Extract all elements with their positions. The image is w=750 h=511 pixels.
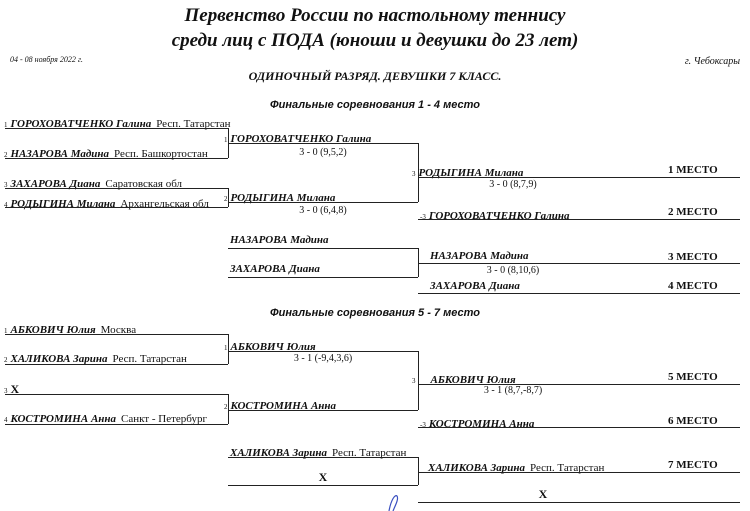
third-a: НАЗАРОВА Мадина	[230, 234, 329, 246]
third-winner: НАЗАРОВА Мадина	[430, 250, 529, 262]
title-line-1: Первенство России по настольному теннису	[184, 5, 566, 26]
place-5: 5 МЕСТО	[668, 371, 718, 383]
seventh-loser: X	[538, 487, 548, 501]
place-2: 2 МЕСТО	[668, 206, 718, 218]
third-score: 3 - 0 (8,10,6)	[486, 265, 540, 276]
third-loser: ЗАХАРОВА Диана	[430, 280, 520, 292]
place-3: 3 МЕСТО	[668, 251, 718, 263]
signature-mark	[388, 495, 399, 511]
place-6: 6 МЕСТО	[668, 415, 718, 427]
city: г. Чебоксары	[684, 56, 740, 67]
final-score: 3 - 1 (8,7,-8,7)	[483, 385, 543, 396]
section-heading-1-4: Финальные соревнования 1 - 4 место	[270, 99, 480, 111]
semi-2-score: 3 - 0 (6,4,8)	[299, 205, 347, 216]
semi-1-score: 3 - 1 (-9,4,3,6)	[293, 353, 353, 364]
seventh-b: X	[318, 470, 328, 484]
place-7: 7 МЕСТО	[668, 459, 718, 471]
category: ОДИНОЧНЫЙ РАЗРЯД. ДЕВУШКИ 7 КЛАСС.	[248, 69, 502, 83]
place-1: 1 МЕСТО	[668, 164, 718, 176]
final-score: 3 - 0 (8,7,9)	[489, 179, 537, 190]
semi-1-score: 3 - 0 (9,5,2)	[299, 147, 347, 158]
place-4: 4 МЕСТО	[668, 280, 718, 292]
title-line-2: среди лиц с ПОДА (юноши и девушки до 23 …	[171, 30, 579, 51]
third-b: ЗАХАРОВА Диана	[230, 263, 320, 275]
dates: 04 - 08 ноября 2022 г.	[10, 55, 83, 64]
section-heading-5-7: Финальные соревнования 5 - 7 место	[270, 307, 480, 319]
